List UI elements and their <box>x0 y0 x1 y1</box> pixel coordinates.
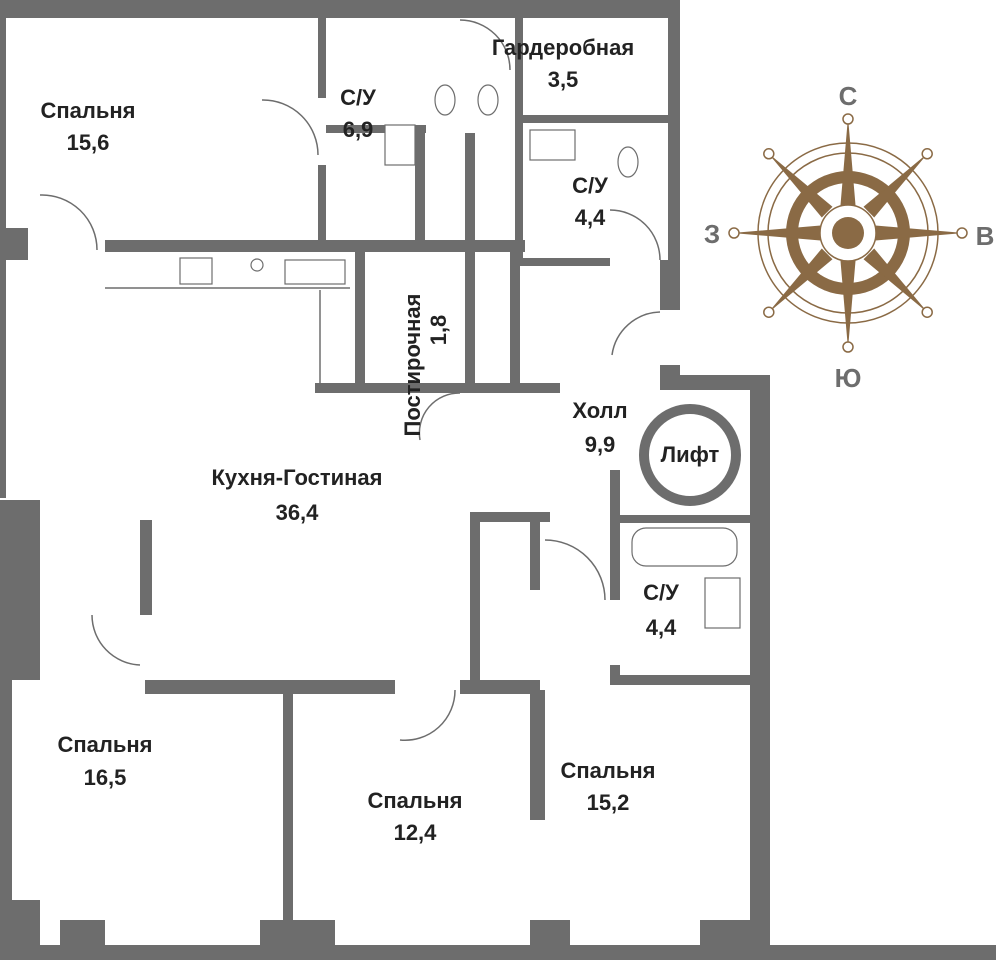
compass-ray <box>863 156 925 218</box>
wall <box>465 133 475 243</box>
room-name: С/У <box>643 580 679 605</box>
room-area: 15,6 <box>67 130 110 155</box>
wall <box>145 680 395 694</box>
room-name: Спальня <box>57 732 152 757</box>
wall <box>530 690 545 820</box>
room-name: С/У <box>340 85 376 110</box>
room-area: 16,5 <box>84 765 127 790</box>
wall <box>610 470 620 600</box>
compass-ray <box>840 260 856 344</box>
wall <box>0 500 40 680</box>
wall <box>140 520 152 615</box>
room-labels: Спальня15,6С/У6,9Гардеробная3,5С/У4,4Пос… <box>40 35 719 845</box>
room-area: 1,8 <box>426 315 451 346</box>
wall <box>415 133 425 243</box>
wall <box>283 690 293 950</box>
wall <box>260 920 335 950</box>
wall <box>318 18 326 98</box>
compass-ray <box>771 156 833 218</box>
wall <box>315 383 560 393</box>
wall <box>0 228 28 260</box>
compass-ray-tip <box>842 341 854 353</box>
wall <box>465 252 475 387</box>
room-area: 36,4 <box>276 500 320 525</box>
wall <box>530 920 570 950</box>
wall <box>470 512 480 687</box>
wall <box>318 165 326 245</box>
compass-ray-tip <box>763 306 775 318</box>
wall <box>0 0 680 18</box>
room-area: 9,9 <box>585 432 616 457</box>
wall <box>0 945 996 960</box>
room-area: 4,4 <box>575 205 606 230</box>
wall <box>326 125 426 133</box>
wall <box>510 252 520 387</box>
wall <box>105 240 525 252</box>
compass-ray-tip <box>956 227 968 239</box>
compass-ray <box>875 225 959 241</box>
wall <box>750 375 770 945</box>
wall <box>530 520 540 590</box>
compass-ray <box>771 248 833 310</box>
room-name: Гардеробная <box>492 35 634 60</box>
wall <box>610 515 750 523</box>
compass-ray-tip <box>728 227 740 239</box>
compass-ray <box>863 248 925 310</box>
room-name: С/У <box>572 173 608 198</box>
room-name: Постирочная <box>400 294 425 437</box>
room-area: 15,2 <box>587 790 630 815</box>
room-area: 6,9 <box>343 117 374 142</box>
wall <box>355 252 365 387</box>
compass-south-label: Ю <box>835 363 862 393</box>
compass-ray-tip <box>921 306 933 318</box>
fixtures <box>39 19 741 741</box>
compass-west-label: З <box>704 219 720 249</box>
wall <box>660 375 770 390</box>
compass-ray-tip <box>921 148 933 160</box>
wall <box>700 920 760 950</box>
wall <box>60 920 105 950</box>
compass-ray-tip <box>763 148 775 160</box>
compass-east-label: В <box>976 221 995 251</box>
room-name: Холл <box>572 398 627 423</box>
wall <box>515 18 523 263</box>
wall <box>660 260 680 310</box>
wall <box>470 512 550 522</box>
wall <box>668 0 680 310</box>
wall <box>520 258 610 266</box>
room-area: 4,4 <box>646 615 677 640</box>
lift-shaft <box>639 404 741 506</box>
compass-ray <box>737 225 821 241</box>
room-name: Спальня <box>560 758 655 783</box>
wall <box>610 675 750 685</box>
wall <box>515 115 670 123</box>
room-area: 12,4 <box>394 820 438 845</box>
compass-ray <box>840 122 856 206</box>
room-name: Лифт <box>661 442 720 467</box>
compass-north-label: С <box>839 81 858 111</box>
wall <box>0 680 12 900</box>
room-name: Кухня-Гостиная <box>211 465 382 490</box>
compass-rose-icon <box>728 113 968 353</box>
compass-ray-tip <box>842 113 854 125</box>
room-name: Спальня <box>367 788 462 813</box>
room-area: 3,5 <box>548 67 579 92</box>
room-name: Спальня <box>40 98 135 123</box>
